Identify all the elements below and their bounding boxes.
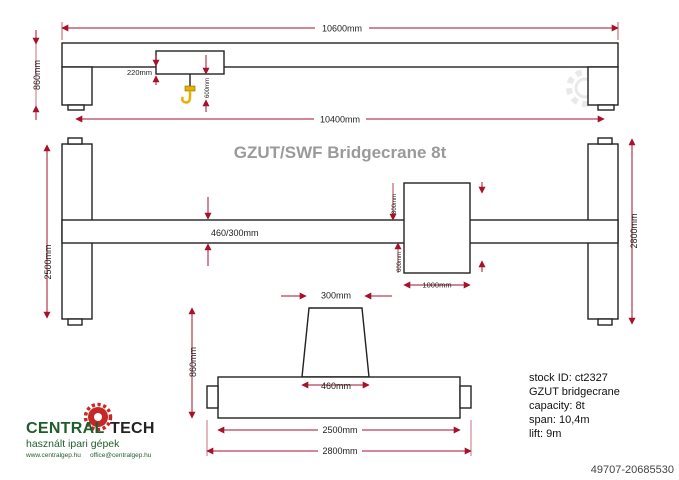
right-wheel: [597, 104, 615, 111]
left-end-carriage: [61, 66, 93, 106]
girder-section-profile: [301, 307, 370, 378]
plan-wheel-bl: [67, 318, 83, 326]
hook-icon: [180, 85, 196, 104]
plan-main-girder: [61, 219, 619, 244]
gear-logo-icon: [83, 402, 113, 432]
dim-label-trolley-upper: 800mm: [392, 194, 398, 214]
dim-trolley-offset: 220mm: [127, 55, 160, 85]
brand-logo: CENTRAL TECH használt ipari gépek www.ce…: [25, 402, 155, 459]
dim-hook-drop: 600mm: [202, 55, 211, 112]
dim-top-height: 860mm: [32, 30, 42, 120]
drawing-title: GZUT/SWF Bridgecrane 8t: [234, 143, 447, 162]
dim-carriage-length: 2500mm: [217, 424, 461, 436]
dim-label-trolley-lower: 600mm: [397, 252, 403, 272]
info-span: span: 10,4m: [529, 414, 590, 426]
dim-label-trolley-offset: 220mm: [127, 68, 152, 77]
end-carriage-buffer-left: [206, 385, 219, 409]
dim-label-girder-section: 460/300mm: [211, 228, 259, 238]
dim-label-section-height: 860mm: [188, 347, 198, 377]
info-stock-id: stock ID: ct2327: [529, 372, 608, 384]
plan-trolley: [403, 182, 471, 274]
dim-label-section-top: 300mm: [321, 291, 351, 301]
info-lift: lift: 9m: [529, 428, 561, 440]
dim-section-top: 300mm: [281, 291, 392, 301]
listing-code: 49707-20685530: [591, 464, 674, 476]
info-capacity: capacity: 8t: [529, 400, 585, 412]
dim-label-section-bottom: 460mm: [321, 381, 351, 391]
main-girder: [61, 42, 619, 68]
plan-wheel-tr: [597, 137, 613, 145]
dim-top-length: 10600mm: [61, 22, 619, 40]
dim-overall-width: 2800mm: [628, 138, 639, 325]
end-carriage-buffer-right: [459, 385, 472, 409]
dim-label-end-carriage-length: 2500mm: [43, 244, 53, 279]
dim-section-height: 860mm: [188, 307, 198, 419]
dim-label-trolley-width: 1000mm: [422, 281, 451, 290]
dim-end-carriage-length: 2500mm: [43, 144, 53, 319]
dim-label-top-length: 10600mm: [322, 24, 362, 34]
plan-wheel-tl: [67, 137, 83, 145]
dim-rail-span: 10400mm: [75, 113, 605, 125]
dim-section-bottom: 460mm: [301, 381, 370, 391]
dim-label-hook-drop: 600mm: [205, 78, 211, 98]
plan-view: [61, 137, 619, 326]
dim-label-top-height: 860mm: [32, 60, 42, 90]
brand-email: office@centralgep.hu: [90, 452, 152, 459]
brand-tagline: használt ipari gépek: [26, 438, 120, 450]
info-type: GZUT bridgecrane: [529, 386, 620, 398]
dim-label-carriage-length: 2500mm: [322, 425, 357, 435]
left-wheel: [67, 104, 85, 111]
brand-name-central: CENTRAL: [26, 420, 105, 437]
right-end-carriage: [587, 66, 619, 106]
brand-website: www.centralgep.hu: [25, 452, 81, 459]
trolley: [155, 50, 225, 75]
dim-trolley-lower: 600mm: [394, 242, 403, 273]
brand-name-tech: TECH: [110, 420, 155, 437]
dim-trolley-upper: 800mm: [389, 183, 398, 221]
dim-label-carriage-overall: 2800mm: [322, 446, 357, 456]
plan-wheel-br: [597, 318, 613, 326]
dim-label-rail-span: 10400mm: [320, 115, 360, 125]
info-block: stock ID: ct2327 GZUT bridgecrane capaci…: [529, 372, 620, 440]
dim-girder-section: 460/300mm: [204, 197, 259, 266]
dim-label-overall-width: 2800mm: [629, 213, 639, 248]
carriage-elevation: [206, 307, 472, 419]
dim-trolley-width: 1000mm: [403, 281, 471, 290]
dim-carriage-overall: 2800mm: [206, 420, 472, 457]
